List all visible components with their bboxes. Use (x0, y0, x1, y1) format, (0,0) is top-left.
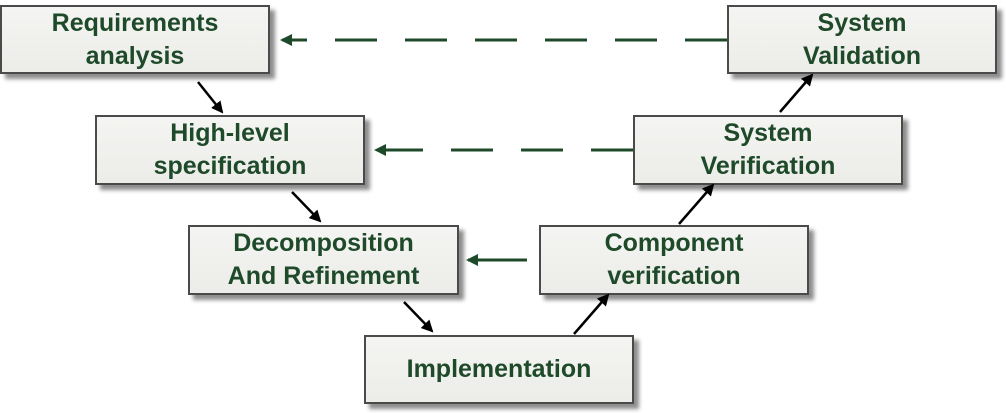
decomposition-refinement-box: Decomposition And Refinement (188, 225, 459, 295)
system-validation-box: System Validation (727, 5, 997, 74)
requirements-analysis-box: Requirements analysis (0, 5, 270, 74)
implementation-box: Implementation (364, 335, 634, 404)
component-verification-box: Component verification (539, 225, 809, 295)
system-verification-box: System Verification (633, 115, 903, 185)
high-level-specification-box: High-level specification (95, 115, 365, 185)
